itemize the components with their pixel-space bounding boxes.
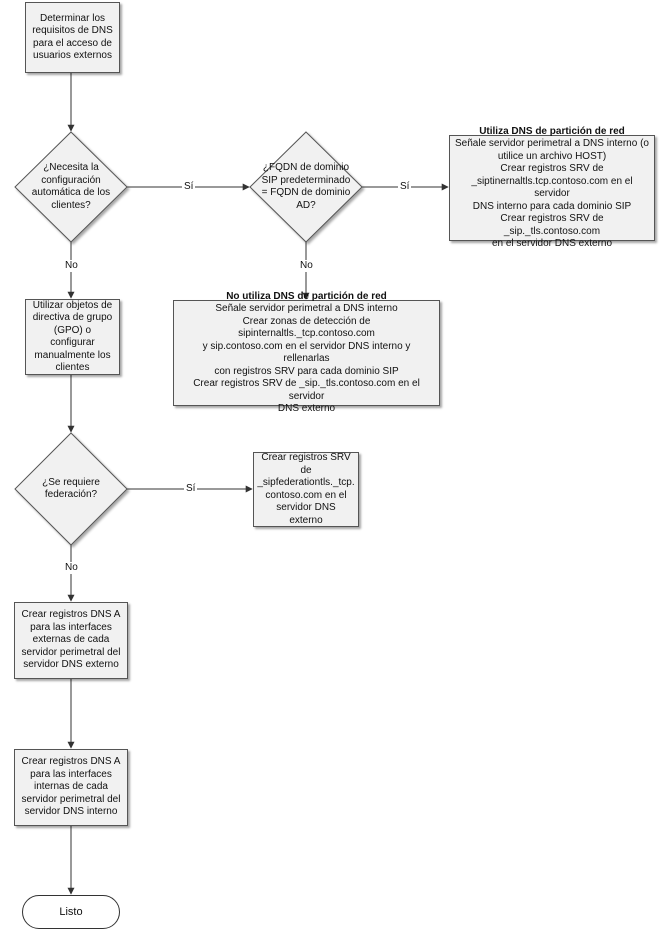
node-text-line: utilice un archivo HOST) — [497, 150, 607, 162]
edge-label-auto-no: No — [63, 260, 80, 272]
node-text-line: AD? — [296, 199, 316, 211]
node-text-line: DNS externo — [277, 403, 336, 414]
node-text-line: manualmente los — [34, 349, 111, 361]
process-no-split-brain-dns: No utiliza DNS de partición de red Señal… — [173, 291, 440, 414]
process-determine-dns-requirements: Determinar los requisitos de DNS para el… — [25, 2, 120, 73]
edge-label-fqdn-yes: Sí — [398, 181, 412, 193]
node-text-line: Crear registros SRV de _sip._tls.contoso… — [193, 378, 420, 402]
node-text-line: para las interfaces — [30, 621, 112, 633]
node-text-line: para el acceso de — [33, 37, 112, 49]
node-text-line: Crear registros SRV de _sip._tls.contoso… — [500, 213, 604, 237]
node-text-line: para las interfaces — [30, 768, 112, 780]
node-text-line: en el servidor DNS externo — [491, 238, 613, 249]
node-text-line: federación? — [44, 489, 98, 500]
node-text-line: Utilizar objetos de — [32, 299, 113, 311]
process-split-brain-dns: Utiliza DNS de partición de red Señale s… — [449, 126, 655, 249]
node-text-line: Crear registros DNS A — [21, 609, 121, 621]
terminator-end: Listo — [22, 895, 120, 929]
node-text-line: servidor perimetral del — [21, 793, 121, 805]
node-title: No utiliza DNS de partición de red — [226, 290, 387, 302]
edge-label-auto-yes: Sí — [182, 181, 196, 193]
node-text-line: servidor DNS externo — [23, 659, 119, 671]
node-text-line: requisitos de DNS — [32, 25, 113, 36]
node-text-line: SIP predeterminado — [261, 174, 351, 186]
node-title: Utiliza DNS de partición de red — [479, 125, 625, 137]
node-text-line: usuarios externos — [33, 50, 112, 61]
node-text-line: y sip.contoso.com en el servidor DNS int… — [202, 340, 411, 365]
node-text-line: ¿Necesita la — [43, 162, 99, 173]
node-text-line: servidor DNS interno — [24, 806, 118, 818]
node-text-line: = FQDN de dominio — [261, 187, 351, 198]
node-text-line: _siptinernaltls.tcp.contoso.com en el se… — [471, 175, 633, 200]
process-gpo-manual-config: Utilizar objetos de directiva de grupo (… — [25, 299, 120, 375]
node-text-line: Determinar los — [39, 12, 106, 24]
node-text-line: (GPO) o configurar — [50, 324, 95, 349]
node-text-line: externas de cada — [32, 634, 110, 646]
node-text-line: Crear registros DNS A — [21, 756, 121, 768]
process-dns-a-internal: Crear registros DNS A para las interface… — [14, 749, 128, 826]
node-text-line: configuración — [41, 174, 101, 186]
node-text-line: Señale servidor perimetral a DNS interno… — [455, 138, 649, 149]
node-text-line: ¿Se requiere — [42, 476, 100, 488]
edge-label-fqdn-no: No — [298, 260, 315, 272]
process-dns-a-external: Crear registros DNS A para las interface… — [14, 602, 128, 679]
node-text-line: directiva de grupo — [32, 312, 113, 323]
node-text-line: Señale servidor perimetral a DNS interno — [215, 303, 398, 314]
process-federation-srv: Crear registros SRV de _sipfederationtls… — [253, 452, 359, 527]
node-text-line: clientes? — [51, 199, 91, 211]
node-text-line: _sipfederationtls._tcp. — [257, 477, 355, 488]
edge-label-fed-yes: Sí — [184, 483, 198, 495]
node-text-line: Listo — [59, 905, 83, 918]
node-text-line: contoso.com en el — [265, 489, 347, 501]
node-text-line: internas de cada — [34, 781, 108, 793]
node-text-line: Crear registros SRV de — [261, 452, 351, 476]
node-text-line: automática de los — [31, 187, 111, 198]
decision-text-fqdn: ¿FQDN de dominio SIP predeterminado = FQ… — [261, 162, 351, 212]
node-text-line: Crear zonas de detección de sipinternalt… — [238, 315, 375, 340]
node-text-line: servidor perimetral del — [21, 646, 121, 658]
decision-text-auto-config: ¿Necesita la configuración automática de… — [31, 162, 111, 212]
decision-text-federation: ¿Se requiere federación? — [31, 476, 111, 502]
node-text-line: DNS interno para cada dominio SIP — [472, 200, 632, 212]
node-text-line: ¿FQDN de dominio — [262, 162, 350, 173]
node-text-line: Crear registros SRV de — [500, 163, 604, 174]
node-text-line: servidor DNS externo — [276, 502, 336, 526]
edge-label-fed-no: No — [63, 562, 80, 574]
node-text-line: clientes — [55, 362, 90, 373]
node-text-line: con registros SRV para cada dominio SIP — [214, 365, 399, 377]
